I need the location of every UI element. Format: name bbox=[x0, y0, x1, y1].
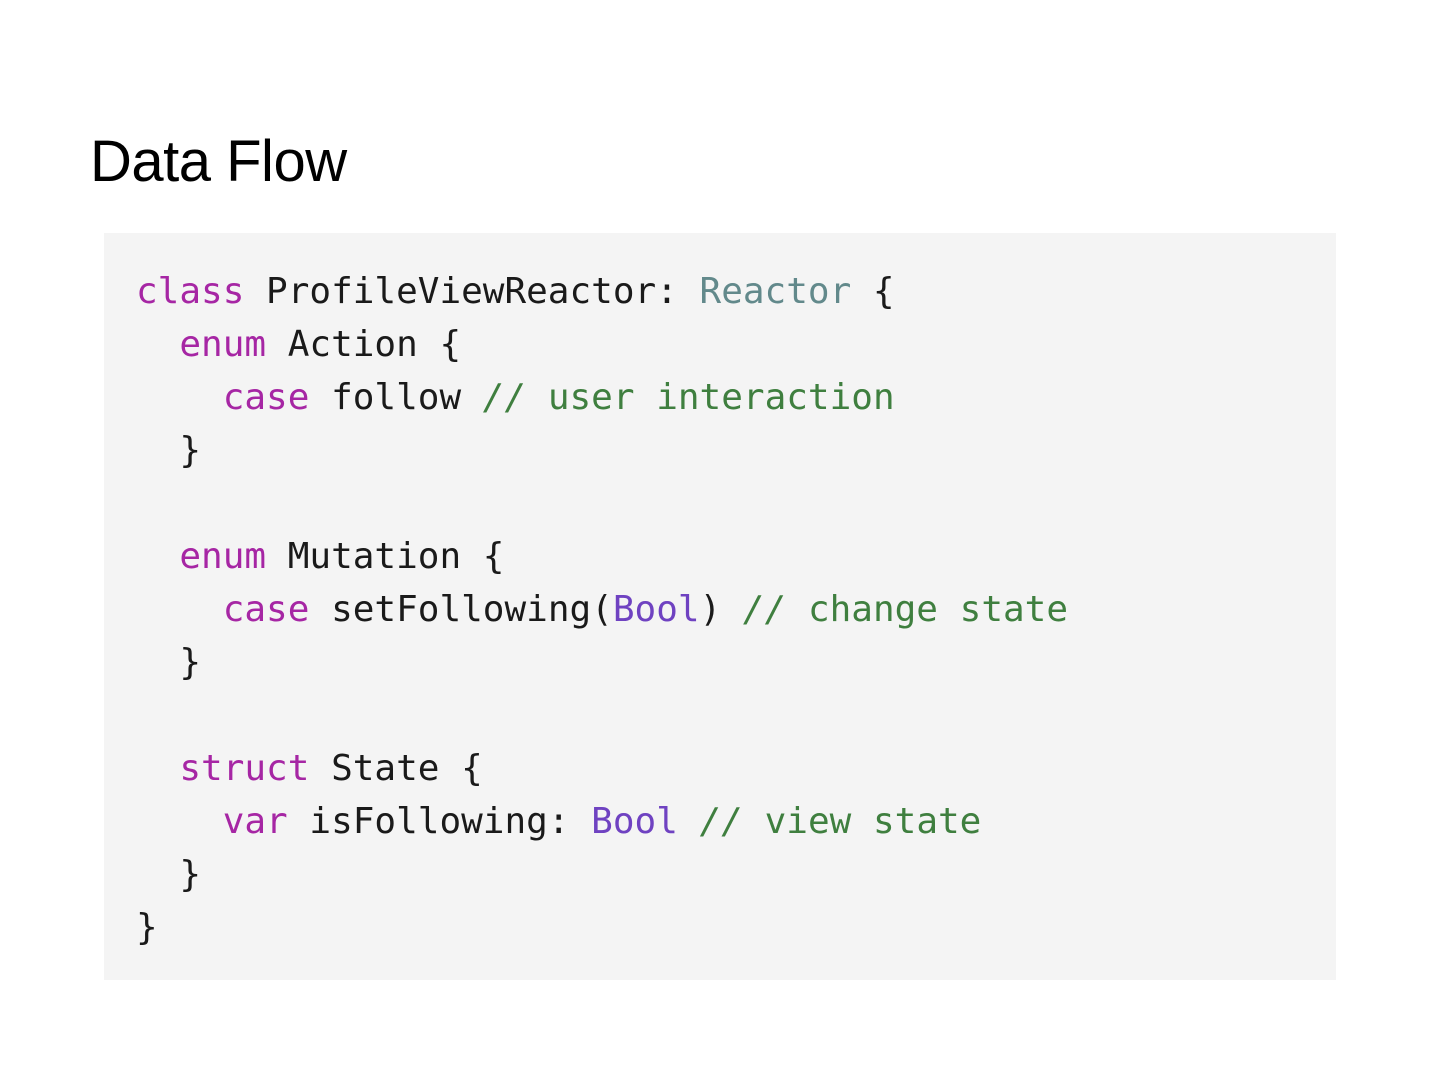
code-token-keyword: struct bbox=[179, 748, 310, 789]
code-token-plain: { bbox=[851, 271, 895, 312]
code-line: case follow // user interaction bbox=[136, 371, 1312, 424]
code-token-plain bbox=[136, 324, 179, 365]
code-token-keyword: case bbox=[222, 377, 310, 418]
code-line: enum Action { bbox=[136, 318, 1312, 371]
code-line: } bbox=[136, 636, 1312, 689]
code-token-type: Reactor bbox=[699, 271, 852, 312]
code-line: case setFollowing(Bool) // change state bbox=[136, 583, 1312, 636]
code-token-plain: follow bbox=[309, 377, 483, 418]
code-token-plain: } bbox=[136, 430, 202, 471]
code-token-plain bbox=[136, 536, 179, 577]
page-title: Data Flow bbox=[90, 128, 347, 194]
code-token-plain: State { bbox=[309, 748, 483, 789]
code-token-keyword: case bbox=[222, 589, 310, 630]
code-line: } bbox=[136, 901, 1312, 954]
code-line: struct State { bbox=[136, 742, 1312, 795]
code-content: class ProfileViewReactor: Reactor { enum… bbox=[136, 265, 1312, 954]
code-token-comment-slashes: // bbox=[482, 377, 527, 418]
code-token-plain: } bbox=[136, 642, 202, 683]
code-listing: class ProfileViewReactor: Reactor { enum… bbox=[104, 265, 1336, 954]
code-token-comment: user interaction bbox=[526, 377, 895, 418]
code-token-keyword: enum bbox=[179, 324, 267, 365]
code-line: } bbox=[136, 848, 1312, 901]
code-token-plain bbox=[136, 801, 223, 842]
code-token-plain bbox=[678, 801, 700, 842]
code-token-plain: } bbox=[136, 907, 158, 948]
code-token-plain: setFollowing( bbox=[309, 589, 613, 630]
code-token-plain bbox=[136, 377, 223, 418]
code-line: class ProfileViewReactor: Reactor { bbox=[136, 265, 1312, 318]
code-token-plain: Mutation { bbox=[266, 536, 505, 577]
code-token-plain: ProfileViewReactor: bbox=[244, 271, 700, 312]
code-token-comment-slashes: // bbox=[699, 801, 743, 842]
code-token-builtin: Bool bbox=[612, 589, 700, 630]
code-token-comment-slashes: // bbox=[742, 589, 787, 630]
code-token-comment: view state bbox=[742, 801, 982, 842]
code-line: } bbox=[136, 424, 1312, 477]
code-line: enum Mutation { bbox=[136, 530, 1312, 583]
code-token-plain: Action { bbox=[266, 324, 462, 365]
code-block: class ProfileViewReactor: Reactor { enum… bbox=[104, 233, 1336, 980]
code-token-plain: } bbox=[136, 854, 202, 895]
code-token-keyword: enum bbox=[179, 536, 267, 577]
code-token-comment: change state bbox=[786, 589, 1069, 630]
code-token-keyword: class bbox=[136, 271, 245, 312]
code-line: var isFollowing: Bool // view state bbox=[136, 795, 1312, 848]
code-line: ​ bbox=[136, 477, 1312, 530]
code-token-plain: ) bbox=[699, 589, 743, 630]
code-token-plain: isFollowing: bbox=[287, 801, 592, 842]
code-token-plain bbox=[136, 748, 179, 789]
code-token-plain bbox=[136, 589, 223, 630]
code-token-builtin: Bool bbox=[591, 801, 678, 842]
code-token-keyword: var bbox=[222, 801, 288, 842]
code-line: ​ bbox=[136, 689, 1312, 742]
